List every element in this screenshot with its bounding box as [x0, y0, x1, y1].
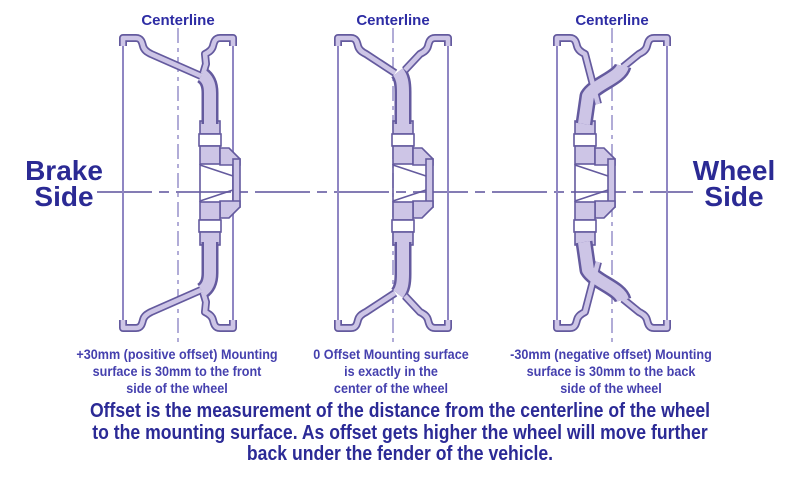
caption-line: side of the wheel [126, 380, 228, 396]
hub-assembly [198, 120, 241, 246]
hub-window-bottom [198, 219, 222, 233]
wheel-cross-section-positive-offset [119, 28, 241, 344]
wheel-cross-section-negative-offset [553, 28, 671, 344]
hub-window-top [391, 133, 415, 147]
offset-explanation-line1: Offset is the measurement of the distanc… [89, 400, 711, 422]
rim-profile [119, 34, 237, 332]
offset-explanation: Offset is the measurement of the distanc… [48, 400, 752, 466]
mounting-pad-face [607, 158, 616, 208]
centerline-label-zero: Centerline [356, 12, 430, 29]
wheel-cross-section-zero-offset [334, 28, 452, 344]
caption-line: is exactly in the [344, 363, 438, 379]
hub-window-top [198, 133, 222, 147]
hub-assembly [573, 120, 616, 246]
offset-explanation-line3: back under the fender of the vehicle. [246, 443, 554, 465]
caption-line: side of the wheel [560, 380, 662, 396]
hub-window-bottom [391, 219, 415, 233]
mounting-pad-face [425, 158, 434, 208]
offset-explanation-line2: to the mounting surface. As offset gets … [92, 421, 708, 444]
caption-line: center of the wheel [333, 380, 449, 396]
caption-negative-offset: -30mm (negative offset) Mounting surface… [494, 346, 728, 397]
centerline-label-positive: Centerline [141, 12, 215, 29]
centerline-label-negative: Centerline [575, 12, 649, 29]
wheel-side-line1: Wheel [692, 155, 776, 186]
caption-positive-offset: +30mm (positive offset) Mounting surface… [60, 346, 294, 397]
caption-zero-offset: 0 Offset Mounting surface is exactly in … [274, 346, 508, 397]
caption-line: -30mm (negative offset) Mounting [510, 346, 712, 362]
wheel-side-line2: Side [704, 181, 764, 212]
hub-window-bottom [573, 219, 597, 233]
mounting-pad-face [232, 158, 241, 208]
brake-side-line2: Side [34, 181, 94, 212]
caption-line: 0 Offset Mounting surface [313, 346, 469, 362]
rim-profile [553, 34, 671, 332]
caption-line: +30mm (positive offset) Mounting [76, 346, 278, 362]
wheel-side-label: Wheel Side [684, 155, 784, 212]
caption-line: surface is 30mm to the back [526, 363, 696, 379]
rim-profile [334, 34, 452, 332]
brake-side-line1: Brake [25, 155, 103, 186]
caption-line: surface is 30mm to the front [92, 363, 262, 379]
hub-window-top [573, 133, 597, 147]
brake-side-label: Brake Side [18, 155, 110, 212]
hub-assembly [391, 120, 434, 246]
